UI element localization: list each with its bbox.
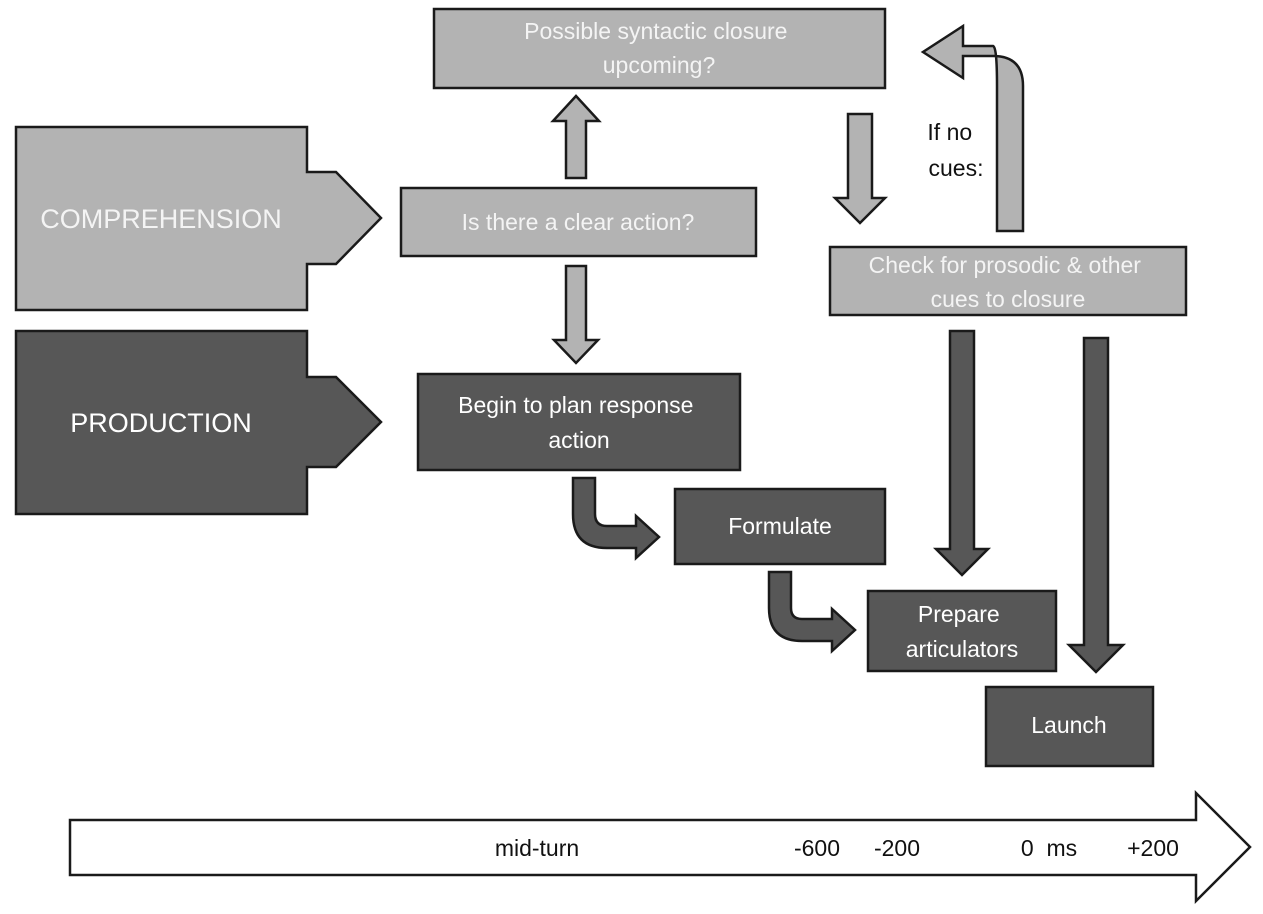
syntactic-closure-label: Possible syntactic closure upcoming?: [524, 18, 794, 78]
if-no-cues-line-1: If no: [927, 119, 972, 145]
prepare-line-1: Prepare: [918, 601, 1000, 627]
arrow-formulate-to-prepare: [767, 570, 857, 654]
syntactic-closure-box: [432, 7, 887, 90]
clear-action-box: [399, 186, 758, 258]
production-block-arrow: [14, 329, 383, 516]
syntactic-closure-line-2: upcoming?: [603, 52, 716, 78]
arrow-loop-back-if-no-cues: [920, 23, 1025, 233]
arrow-prosodic-to-prepare: [932, 329, 992, 577]
arrow-down-to-plan-response: [551, 264, 601, 365]
launch-box: [984, 685, 1155, 768]
arrow-up-to-syntactic-closure: [550, 94, 602, 180]
timeline-label-minus-600: -600: [794, 835, 840, 861]
timeline-label-minus-200: -200: [874, 835, 920, 861]
timeline-label-mid-turn: mid-turn: [495, 835, 579, 861]
if-no-cues-line-2: cues:: [929, 155, 984, 181]
plan-response-label: Begin to plan response action: [458, 392, 700, 453]
prepare-articulators-label: Prepare articulators: [906, 601, 1018, 662]
timeline-label-plus-200: +200: [1127, 835, 1179, 861]
prosodic-cues-line-2: cues to closure: [931, 286, 1086, 312]
prosodic-cues-label: Check for prosodic & other cues to closu…: [869, 252, 1148, 312]
prosodic-cues-box: [828, 245, 1188, 317]
timeline-arrow: [68, 789, 1252, 905]
prosodic-cues-line-1: Check for prosodic & other: [869, 252, 1142, 278]
plan-response-line-1: Begin to plan response: [458, 392, 693, 418]
formulate-box: [673, 487, 887, 566]
arrow-down-to-prosodic-cues: [831, 112, 889, 225]
launch-label: Launch: [1031, 712, 1106, 738]
comprehension-label: COMPREHENSION: [40, 204, 282, 234]
clear-action-label: Is there a clear action?: [462, 209, 695, 235]
plan-response-box: [416, 372, 742, 472]
arrow-prosodic-to-launch: [1065, 336, 1127, 674]
prepare-articulators-box: [866, 589, 1058, 673]
timeline-label-zero-ms: 0 ms: [1021, 835, 1077, 861]
prepare-line-2: articulators: [906, 636, 1018, 662]
comprehension-block-arrow: [14, 125, 383, 312]
if-no-cues-annotation: If no cues:: [927, 119, 983, 181]
formulate-label: Formulate: [728, 513, 832, 539]
plan-response-line-2: action: [548, 427, 609, 453]
syntactic-closure-line-1: Possible syntactic closure: [524, 18, 787, 44]
arrow-plan-to-formulate: [571, 476, 661, 561]
production-label: PRODUCTION: [70, 408, 252, 438]
